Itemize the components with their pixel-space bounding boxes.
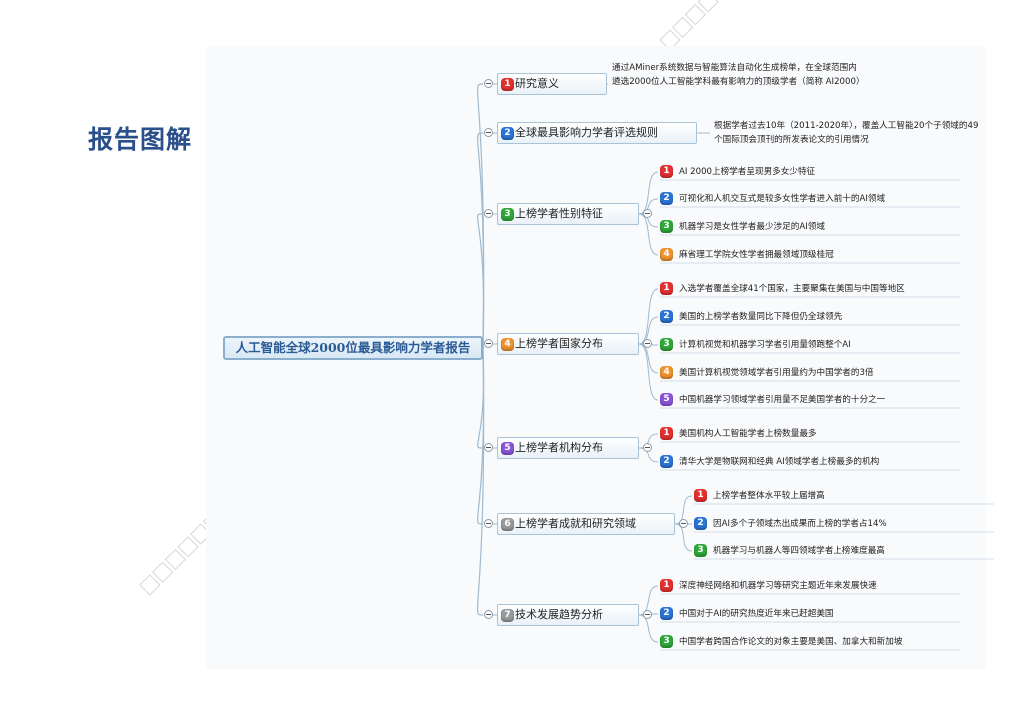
number-badge-icon: 4: [660, 366, 673, 379]
number-badge-icon: 2: [501, 127, 514, 140]
connector-line: [674, 523, 693, 552]
collapse-toggle[interactable]: [484, 339, 493, 348]
collapse-toggle[interactable]: [643, 339, 652, 348]
topic-label: 上榜学者机构分布: [515, 441, 603, 454]
number-badge-icon: 2: [694, 517, 707, 530]
connector-line: [476, 347, 485, 616]
subtopic-label: 机器学习与机器人等四领域学者上榜难度最高: [713, 546, 885, 556]
subtopic-label: AI 2000上榜学者呈现男多女少特征: [679, 167, 816, 177]
number-badge-icon: 1: [660, 427, 673, 440]
number-badge-icon: 3: [660, 220, 673, 233]
subtopic-label: 深度神经网络和机器学习等研究主题近年来发展快速: [679, 581, 877, 591]
connector-line: [476, 213, 485, 349]
connector-line: [638, 433, 659, 449]
connector-line: [638, 198, 659, 215]
connector-line: [638, 447, 659, 463]
subtopic-label: 美国计算机视觉领域学者引用量约为中国学者的3倍: [679, 368, 874, 378]
number-badge-icon: 1: [660, 282, 673, 295]
subtopic-label: 机器学习是女性学者最少涉足的AI领域: [679, 222, 825, 232]
subtopic-label: 美国机构人工智能学者上榜数量最多: [679, 429, 817, 439]
number-badge-icon: 2: [660, 607, 673, 620]
subtopic-label: 上榜学者整体水平较上届增高: [713, 491, 825, 501]
connector-line: [638, 585, 659, 616]
collapse-toggle[interactable]: [484, 519, 493, 528]
topic-note: 根据学者过去10年（2011-2020年），覆盖人工智能20个子领域的49个国际…: [714, 121, 979, 145]
subtopic-label: 麻省理工学院女性学者拥最领域顶级桂冠: [679, 250, 834, 260]
collapse-toggle[interactable]: [679, 519, 688, 528]
collapse-toggle[interactable]: [484, 79, 493, 88]
number-badge-icon: 2: [660, 310, 673, 323]
number-badge-icon: 7: [501, 609, 514, 622]
number-badge-icon: 3: [660, 635, 673, 648]
number-badge-icon: 1: [694, 489, 707, 502]
page-title: 报告图解: [88, 125, 193, 154]
connector-line: [638, 614, 659, 643]
topic-label: 上榜学者成就和研究领域: [515, 517, 636, 530]
connector-line: [638, 316, 659, 345]
number-badge-icon: 4: [501, 338, 514, 351]
topic-label: 上榜学者性别特征: [515, 207, 603, 220]
number-badge-icon: 2: [660, 192, 673, 205]
number-badge-icon: 4: [660, 248, 673, 261]
collapse-toggle[interactable]: [643, 443, 652, 452]
subtopic-label: 清华大学是物联网和经典 AI领域学者上榜最多的机构: [679, 457, 880, 467]
connector-line: [638, 171, 659, 215]
topic-label: 技术发展趋势分析: [515, 608, 603, 621]
connector-line: [638, 343, 659, 401]
subtopic-label: 中国机器学习领域学者引用量不足美国学者的十分之一: [679, 395, 886, 405]
subtopic-label: 入选学者覆盖全球41个国家，主要聚集在美国与中国等地区: [679, 284, 905, 294]
subtopic-label: 中国学者跨国合作论文的对象主要是美国、加拿大和新加坡: [679, 637, 903, 647]
topic-label: 研究意义: [515, 77, 559, 90]
topic-label: 上榜学者国家分布: [515, 337, 603, 350]
mindmap-root-topic[interactable]: 人工智能全球2000位最具影响力学者报告: [223, 336, 483, 360]
connector-line: [638, 288, 659, 345]
collapse-toggle[interactable]: [484, 443, 493, 452]
number-badge-icon: 6: [501, 518, 514, 531]
number-badge-icon: 5: [660, 393, 673, 406]
collapse-toggle[interactable]: [484, 128, 493, 137]
subtopic-label: 中国对于AI的研究热度近年来已赶超美国: [679, 609, 834, 619]
number-badge-icon: 1: [660, 165, 673, 178]
subtopic-label: 计算机视觉和机器学习学者引用量领跑整个AI: [679, 340, 851, 350]
topic-label: 全球最具影响力学者评选规则: [515, 126, 658, 139]
subtopic-label: 可视化和人机交互式是较多女性学者进入前十的AI领域: [679, 194, 886, 204]
collapse-toggle[interactable]: [643, 610, 652, 619]
number-badge-icon: 5: [501, 442, 514, 455]
connector-line: [638, 213, 659, 256]
connector-line: [477, 132, 485, 349]
collapse-toggle[interactable]: [484, 209, 493, 218]
number-badge-icon: 2: [660, 455, 673, 468]
number-badge-icon: 1: [660, 579, 673, 592]
subtopic-label: 美国的上榜学者数量同比下降但仍全球领先: [679, 312, 843, 322]
number-badge-icon: 3: [694, 544, 707, 557]
number-badge-icon: 3: [660, 338, 673, 351]
collapse-toggle[interactable]: [484, 610, 493, 619]
collapse-toggle[interactable]: [643, 209, 652, 218]
number-badge-icon: 3: [501, 208, 514, 221]
topic-note: 通过AMiner系统数据与智能算法自动化生成榜单，在全球范围内遴选2000位人工…: [612, 63, 865, 87]
connector-line: [674, 495, 693, 525]
number-badge-icon: 1: [501, 78, 514, 91]
subtopic-label: 因AI多个子领域杰出成果而上榜的学者占14%: [713, 519, 887, 529]
